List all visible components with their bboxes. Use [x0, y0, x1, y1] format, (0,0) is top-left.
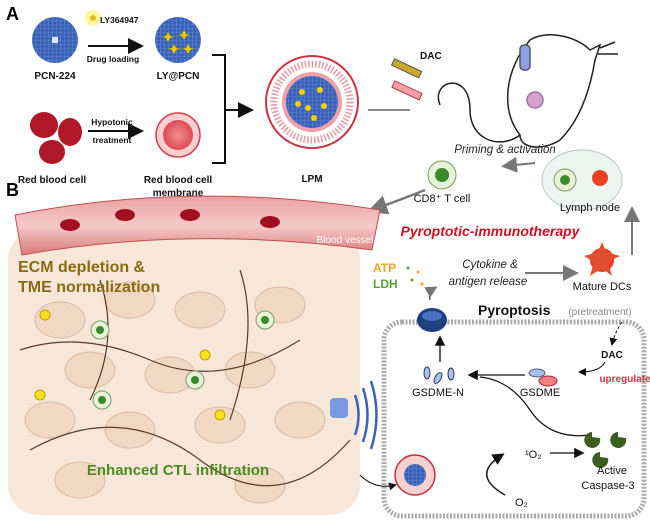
lymph-node-label: Lymph node [560, 202, 620, 214]
upregulate-label: upregulate [599, 374, 650, 385]
cd8-t-cell-label: CD8⁺ T cell [414, 193, 471, 205]
cell-dac-label: DAC [601, 350, 623, 361]
ros-generation-arrow [486, 453, 506, 496]
mature-dcs-label: Mature DCs [573, 281, 632, 293]
ly364947-molecule-icon [85, 10, 101, 26]
priming-activation-label: Priming & activation [454, 144, 556, 156]
red-blood-cell-label: Red blood cell [18, 175, 87, 186]
dac-syringe-icon [390, 58, 423, 79]
ldh-label: LDH [373, 277, 398, 291]
t-cell-migration-arrow [367, 188, 426, 215]
cd8-t-cell [427, 160, 457, 190]
treatment-label: treatment [93, 135, 132, 145]
lpm-entry-arrow [359, 474, 397, 491]
ecm-depletion-label: ECM depletion & [18, 259, 146, 276]
dac-label: DAC [420, 51, 442, 62]
active-label: Active [597, 465, 627, 477]
tumor-tissue [8, 220, 360, 515]
pyroptotic-immunotherapy-title: Pyroptotic-immunotherapy [401, 223, 581, 239]
cytokine-label: Cytokine & [462, 259, 518, 271]
gsdme-label: GSDME [520, 387, 560, 399]
tumor-cell-membrane [381, 319, 647, 519]
panel-a-label: A [6, 4, 19, 24]
mature-dc [584, 242, 620, 276]
singlet-oxygen-label: ¹O₂ [525, 449, 542, 461]
drug-loading-label: Drug loading [87, 54, 139, 64]
enhanced-ctl-infiltration-label: Enhanced CTL infiltration [87, 462, 269, 479]
tme-normalization-label: TME normalization [18, 279, 160, 296]
rbc-membrane-vesicle [155, 112, 201, 158]
gsdme-n-fragments-icon [423, 366, 455, 384]
priming-arrow [501, 156, 536, 173]
rbc-membrane-label-2: membrane [153, 188, 204, 199]
lpm-label: LPM [301, 174, 322, 185]
hypotonic-label: Hypotonic [91, 117, 133, 127]
gsdme-pore-icon [417, 308, 447, 332]
rbc-membrane-label-1: Red blood cell [144, 175, 213, 186]
lpm-syringe-icon [391, 80, 423, 101]
cell-lpm-nanoparticle [394, 454, 436, 496]
active-caspase-3-icon [584, 432, 627, 468]
release-dots [406, 266, 424, 286]
panel-b-label: B [6, 180, 19, 200]
caspase-3-label: Caspase-3 [581, 480, 634, 492]
ly-pcn-label: LY@PCN [157, 71, 200, 82]
atp-label: ATP [373, 261, 396, 275]
ultrasound-waves-icon [330, 380, 378, 450]
pretreatment-label: (pretreatment) [568, 307, 631, 318]
gsdme-protein-icon [528, 368, 558, 387]
lpm-nanoparticle [265, 55, 359, 149]
pore-release-arrow [424, 286, 438, 301]
caspase-cleavage-line [479, 376, 591, 437]
ly-pcn-nanoparticle [155, 17, 201, 63]
merge-bracket-arrow [212, 54, 250, 164]
pcn-224-nanoparticle [32, 17, 78, 63]
red-blood-cells [30, 112, 82, 164]
blood-vessel-label: Blood vessel [317, 235, 374, 246]
gsdme-n-label: GSDME-N [412, 387, 464, 399]
ly364947-label: LY364947 [100, 15, 139, 25]
pretreatment-arrow [609, 321, 623, 346]
mouse-illustration [437, 34, 618, 148]
pyroptosis-label: Pyroptosis [478, 302, 551, 318]
lymph-node [541, 149, 623, 211]
oxygen-label: O₂ [515, 497, 528, 509]
upregulate-arrow [578, 361, 606, 376]
pcn-224-label: PCN-224 [34, 71, 76, 82]
blood-vessel [14, 195, 381, 256]
antigen-release-label: antigen release [449, 276, 528, 288]
